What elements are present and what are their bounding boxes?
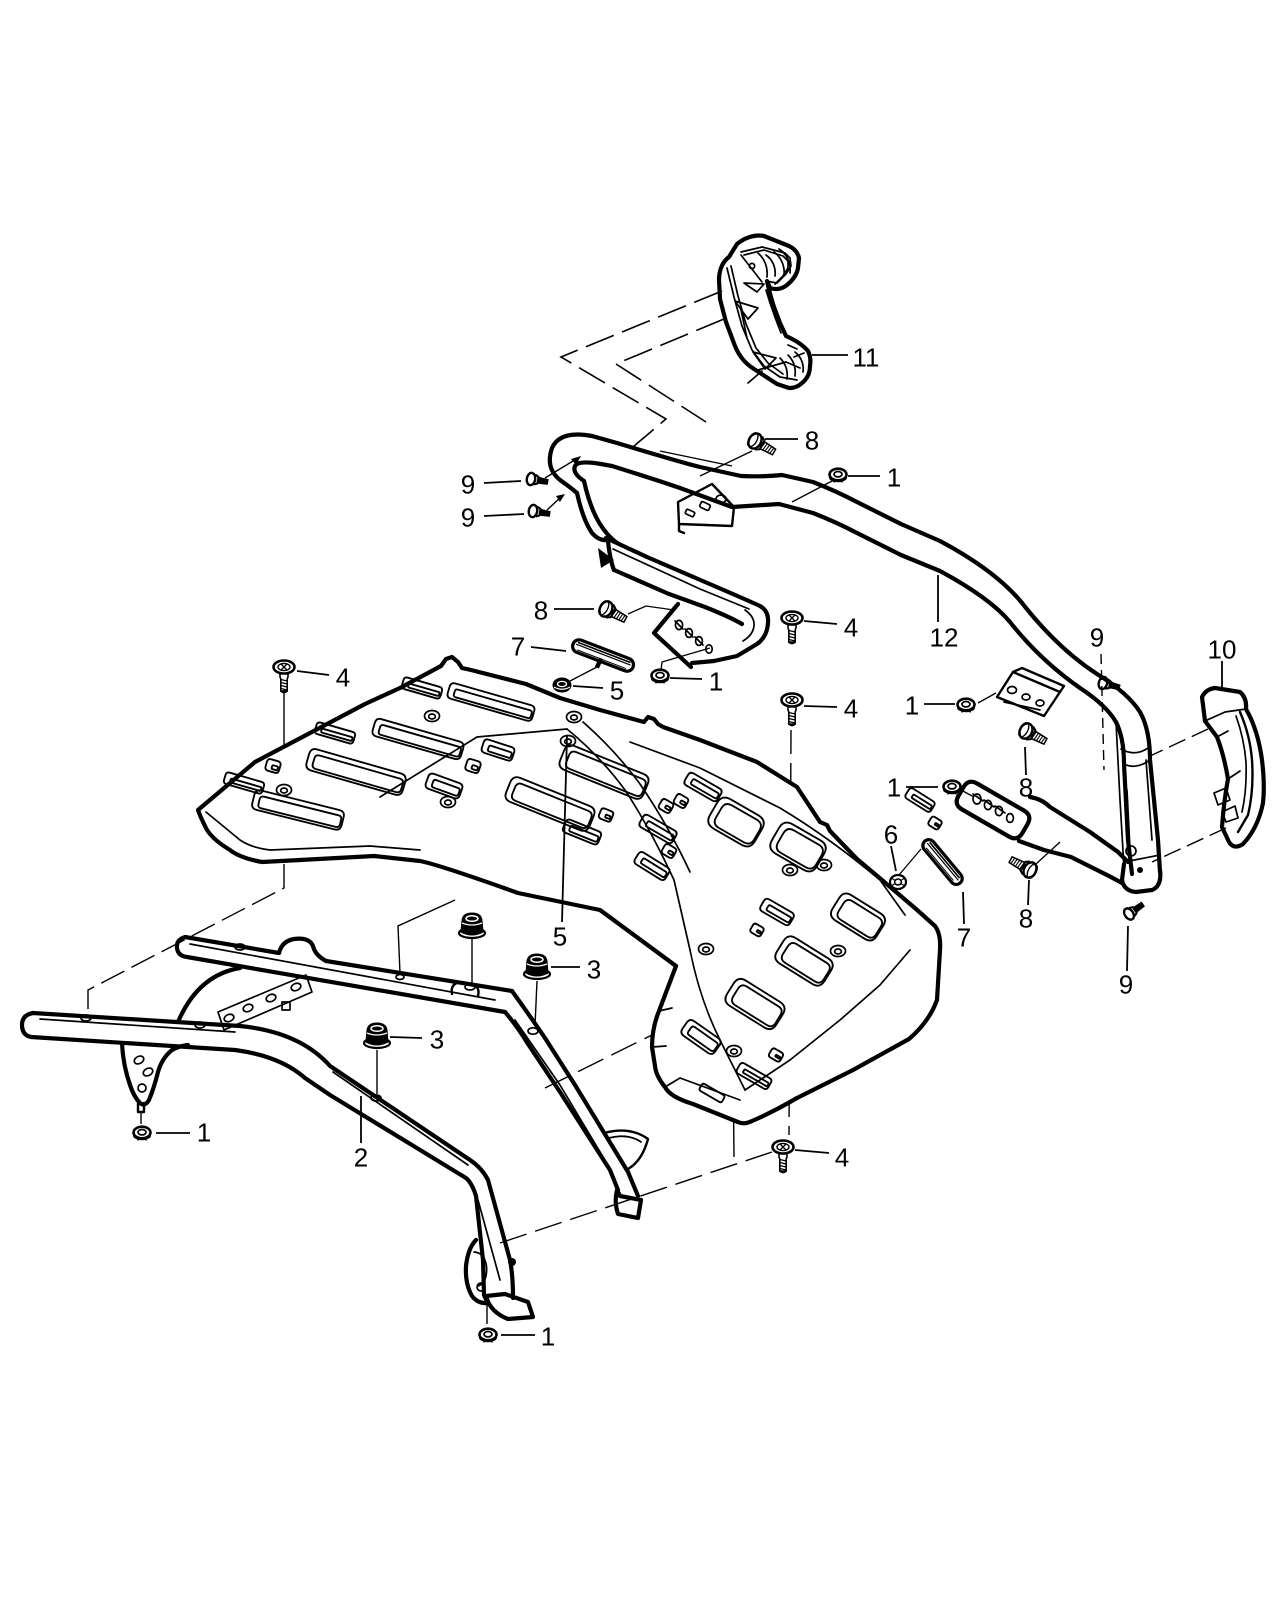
svg-text:11: 11	[853, 343, 880, 373]
svg-text:7: 7	[957, 923, 971, 953]
svg-text:5: 5	[610, 676, 624, 706]
svg-text:9: 9	[1090, 623, 1104, 653]
svg-text:8: 8	[534, 596, 548, 626]
svg-text:1: 1	[887, 463, 901, 493]
svg-text:1: 1	[541, 1322, 555, 1352]
svg-text:9: 9	[461, 470, 475, 500]
svg-text:9: 9	[1119, 970, 1133, 1000]
svg-text:8: 8	[1019, 904, 1033, 934]
svg-text:1: 1	[905, 691, 919, 721]
svg-text:4: 4	[336, 663, 350, 693]
svg-text:8: 8	[805, 426, 819, 456]
svg-text:6: 6	[884, 820, 898, 850]
svg-text:3: 3	[430, 1025, 444, 1055]
svg-text:3: 3	[587, 955, 601, 985]
svg-text:4: 4	[844, 613, 858, 643]
svg-text:7: 7	[511, 632, 525, 662]
svg-text:9: 9	[461, 503, 475, 533]
svg-text:1: 1	[887, 773, 901, 803]
svg-text:12: 12	[930, 623, 959, 653]
svg-text:1: 1	[709, 667, 723, 697]
svg-text:5: 5	[553, 922, 567, 952]
svg-text:2: 2	[354, 1143, 368, 1173]
svg-text:1: 1	[197, 1118, 211, 1148]
svg-text:8: 8	[1019, 773, 1033, 803]
svg-text:10: 10	[1208, 635, 1237, 665]
svg-text:4: 4	[835, 1143, 849, 1173]
svg-text:4: 4	[844, 694, 858, 724]
